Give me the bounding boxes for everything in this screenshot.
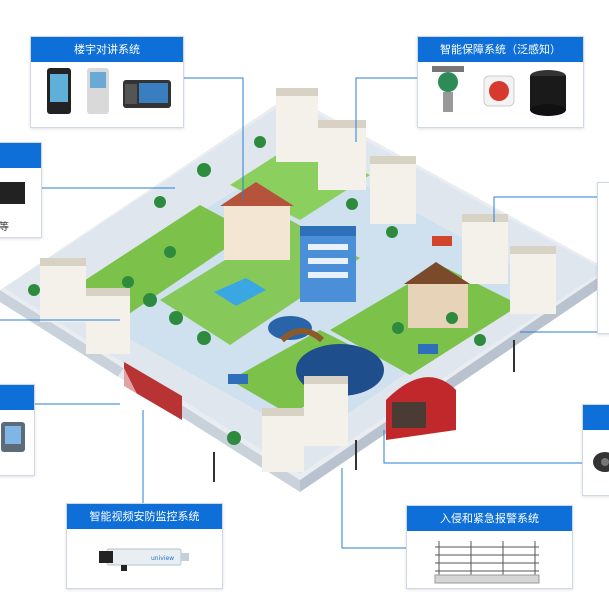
tower-e2 [510, 246, 556, 314]
left-low-system-card [0, 384, 35, 476]
tower-n1 [276, 88, 318, 162]
cylinder-detector-icon [530, 70, 566, 116]
platform-side-right [300, 270, 609, 492]
access-controller-icon [0, 182, 25, 204]
connector-right-low [383, 430, 582, 464]
safety-system-title: 智能保障系统（泛感知） [418, 37, 583, 62]
camera-coverage-beam [94, 368, 150, 420]
dome-camera-icon [593, 452, 609, 472]
right-low-system-title [583, 405, 609, 430]
safety-system-card: 智能保障系统（泛感知） [417, 36, 584, 128]
left-low-system-title [0, 385, 34, 410]
car-blue [228, 374, 248, 384]
right-low-system-card [582, 404, 609, 496]
pressure-sensor-icon [432, 66, 464, 112]
gate-east [386, 377, 456, 440]
tower-e1 [462, 214, 508, 284]
alarm-system-card: 入侵和紧急报警系统 [406, 505, 573, 589]
box-camera-icon: uniview [99, 548, 189, 571]
car-blue-east [418, 344, 438, 354]
left-top-system-card: 等 [0, 142, 42, 238]
right-top-system-card [597, 182, 609, 334]
tower-nw [40, 258, 86, 322]
connector-intercom [183, 77, 244, 200]
bridge [279, 328, 325, 343]
tower-n2 [318, 120, 366, 190]
community-center [300, 226, 356, 302]
left-top-system-title [0, 143, 41, 168]
lamp-posts [213, 340, 515, 482]
connector-alarm [341, 468, 406, 549]
indoor-monitor-icon [123, 80, 171, 108]
connector-lines [0, 77, 609, 549]
intercom-device-images [31, 62, 183, 127]
alarm-device-images [407, 531, 572, 588]
camera-brand-label: uniview [151, 555, 174, 562]
video-system-card: 智能视频安防监控系统 uniview [66, 503, 223, 589]
car-red [432, 236, 452, 246]
tower-n3 [370, 156, 416, 224]
left-top-card-tail-text: 等 [0, 222, 9, 233]
safety-device-images [418, 62, 583, 127]
alarm-system-title: 入侵和紧急报警系统 [407, 506, 572, 531]
connector-safety [355, 77, 417, 142]
intercom-system-title: 楼宇对讲系统 [31, 37, 183, 62]
video-system-title: 智能视频安防监控系统 [67, 504, 222, 529]
electric-fence-icon [434, 541, 540, 584]
connector-right-top [493, 196, 609, 222]
door-station-icon [87, 68, 109, 114]
face-recognition-panel-icon [47, 68, 71, 114]
tower-w [86, 288, 130, 354]
visitor-terminal-icon [1, 422, 25, 452]
trees [28, 136, 486, 445]
villa-east [404, 262, 470, 328]
pool [214, 278, 266, 306]
intercom-system-card: 楼宇对讲系统 [30, 36, 184, 128]
gate-west [124, 362, 182, 420]
tower-s2 [304, 376, 348, 446]
villa-west [220, 182, 294, 260]
tower-s1 [262, 408, 304, 472]
video-device-images: uniview [67, 529, 222, 588]
emergency-button-icon [483, 75, 515, 107]
